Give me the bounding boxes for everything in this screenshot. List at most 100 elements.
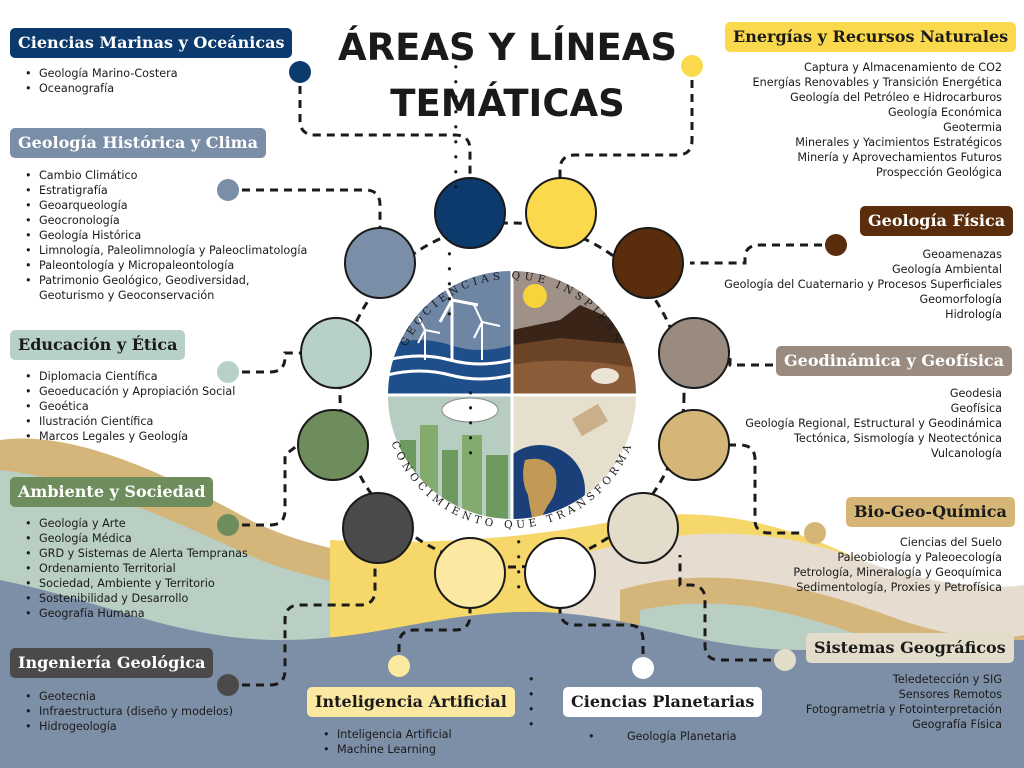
list-item: Geología Regional, Estructural y Geodiná… [467,416,1002,431]
connector-marinas [298,72,472,185]
category-label-biogeo: Bio-Geo-Química [846,497,1015,527]
connector-ingenieria [228,528,377,687]
list-item: Patrimonio Geológico, Geodiversidad, Geo… [15,273,285,303]
list-item: Geotermia [452,120,1002,135]
category-label-marinas: Ciencias Marinas y Oceánicas [10,28,293,58]
category-list-historica: Cambio Climático Estratigrafía Geoarqueo… [15,168,345,303]
dot-ia [388,655,410,677]
dot-marinas [289,61,311,83]
list-item: Hidrología [446,307,1002,322]
category-list-ingenieria: Geotecnia Infraestructura (diseño y mode… [15,689,233,734]
list-item: Paleobiología y Paleoecología [516,550,1002,565]
list-item: Tectónica, Sismología y Neotectónica [467,431,1002,446]
connector-ambiente [228,443,299,527]
list-item: Oceanografía [15,81,178,96]
ring-circle-green [297,409,369,481]
category-list-fisica: Geoamenazas Geología Ambiental Geología … [446,247,1002,322]
category-label-sistemas: Sistemas Geográficos [806,633,1014,663]
dot-sistemas [774,649,796,671]
category-list-ambiente: Geología y Arte Geología Médica GRD y Si… [15,516,248,621]
title-line-2: TEMÁTICAS [390,82,625,125]
list-item: Energías Renovables y Transición Energét… [452,75,1002,90]
list-item [452,180,1002,195]
list-item: Inteligencia Artificial [313,727,452,742]
list-item: Geografía Física [528,717,1002,732]
list-item: Hidrogeología [15,719,233,734]
list-item: Geología Médica [15,531,248,546]
list-item: Prospección Geológica [452,165,1002,180]
ring-circle-white [524,537,596,609]
wave-slate-bottom [0,580,1024,768]
connector-planetarias [558,598,645,668]
list-item: Geotecnia [15,689,233,704]
category-label-ia: Inteligencia Artificial [307,687,515,717]
category-list-ia: Inteligencia Artificial Machine Learning [313,727,452,757]
list-item: Machine Learning [313,742,452,757]
category-label-ambiente: Ambiente y Sociedad [10,477,214,507]
list-item: Sedimentología, Proxies y Petrofísica [516,580,1002,595]
ring-circle-taupe [658,317,730,389]
list-item: Estratigrafía [15,183,345,198]
connector-sistemas [678,555,785,662]
list-item: Sociedad, Ambiente y Territorio [15,576,248,591]
category-label-ingenieria: Ingeniería Geológica [10,648,214,678]
category-label-historica: Geología Histórica y Clima [10,128,266,158]
category-label-fisica: Geología Física [860,206,1014,236]
quadrant-sun-soil [512,270,637,395]
category-list-educacion: Diplomacia Científica Geoeducación y Apr… [15,369,235,444]
connector-historica [228,188,382,228]
list-item: Geodesia [467,386,1002,401]
ring-circle-mint [300,317,372,389]
list-item: Geoamenazas [446,247,1002,262]
category-list-sistemas: Teledetección y SIG Sensores Remotos Fot… [528,672,1002,732]
ring-circle-lightyellow [434,537,506,609]
list-item: Geoeducación y Apropiación Social [15,384,235,399]
dot-planetarias [632,657,654,679]
list-item: Minerales y Yacimientos Estratégicos [452,135,1002,150]
list-item: Geoética [15,399,235,414]
ring-circle-beige [607,492,679,564]
category-list-marinas: Geología Marino-Costera Oceanografía [15,66,178,96]
ring-circle-darkgray [342,492,414,564]
list-item: Geología Histórica [15,228,345,243]
ring-circle-navy [434,177,506,249]
list-item: Marcos Legales y Geología [15,429,235,444]
category-list-energias: Captura y Almacenamiento de CO2 Energías… [452,60,1002,195]
list-item: Ordenamiento Territorial [15,561,248,576]
list-item: Sensores Remotos [528,687,1002,702]
category-list-biogeo: Ciencias del Suelo Paleobiología y Paleo… [516,535,1002,595]
category-list-geodinamica: Geodesia Geofísica Geología Regional, Es… [467,386,1002,461]
list-item: Geografía Humana [15,606,248,621]
list-item: GRD y Sistemas de Alerta Tempranas [15,546,248,561]
list-item: Geofísica [467,401,1002,416]
list-item: Teledetección y SIG [528,672,1002,687]
ring-circle-slate [344,227,416,299]
list-item: Geología Económica [452,105,1002,120]
list-item: Geomorfología [446,292,1002,307]
list-item: Ilustración Científica [15,414,235,429]
dot-energias [681,55,703,77]
category-label-planetarias: Ciencias Planetarias [563,687,763,717]
list-item: Ciencias del Suelo [516,535,1002,550]
title-line-1: ÁREAS Y LÍNEAS [337,26,678,69]
category-label-energias: Energías y Recursos Naturales [725,22,1017,52]
category-label-educacion: Educación y Ética [10,330,186,360]
ring-circle-tan [658,409,730,481]
list-item: Geoarqueología [15,198,345,213]
list-item: Geología del Petróleo e Hidrocarburos [452,90,1002,105]
list-item: Minería y Aprovechamientos Futuros [452,150,1002,165]
list-item: Vulcanología [467,446,1002,461]
list-item: Infraestructura (diseño y modelos) [15,704,233,719]
list-item: Cambio Climático [15,168,345,183]
outer-dashed-ring [338,221,686,569]
quadrant-wind-ocean [387,270,512,395]
list-item: Geología Planetaria [578,729,736,744]
page-title: ÁREAS Y LÍNEAS TEMÁTICAS [330,20,685,132]
ring-circle-yellow [525,177,597,249]
ring-circle-brown [612,227,684,299]
list-item: Geología y Arte [15,516,248,531]
list-item: Geología Marino-Costera [15,66,178,81]
list-item: Geología del Cuaternario y Procesos Supe… [446,277,1002,292]
list-item: Diplomacia Científica [15,369,235,384]
